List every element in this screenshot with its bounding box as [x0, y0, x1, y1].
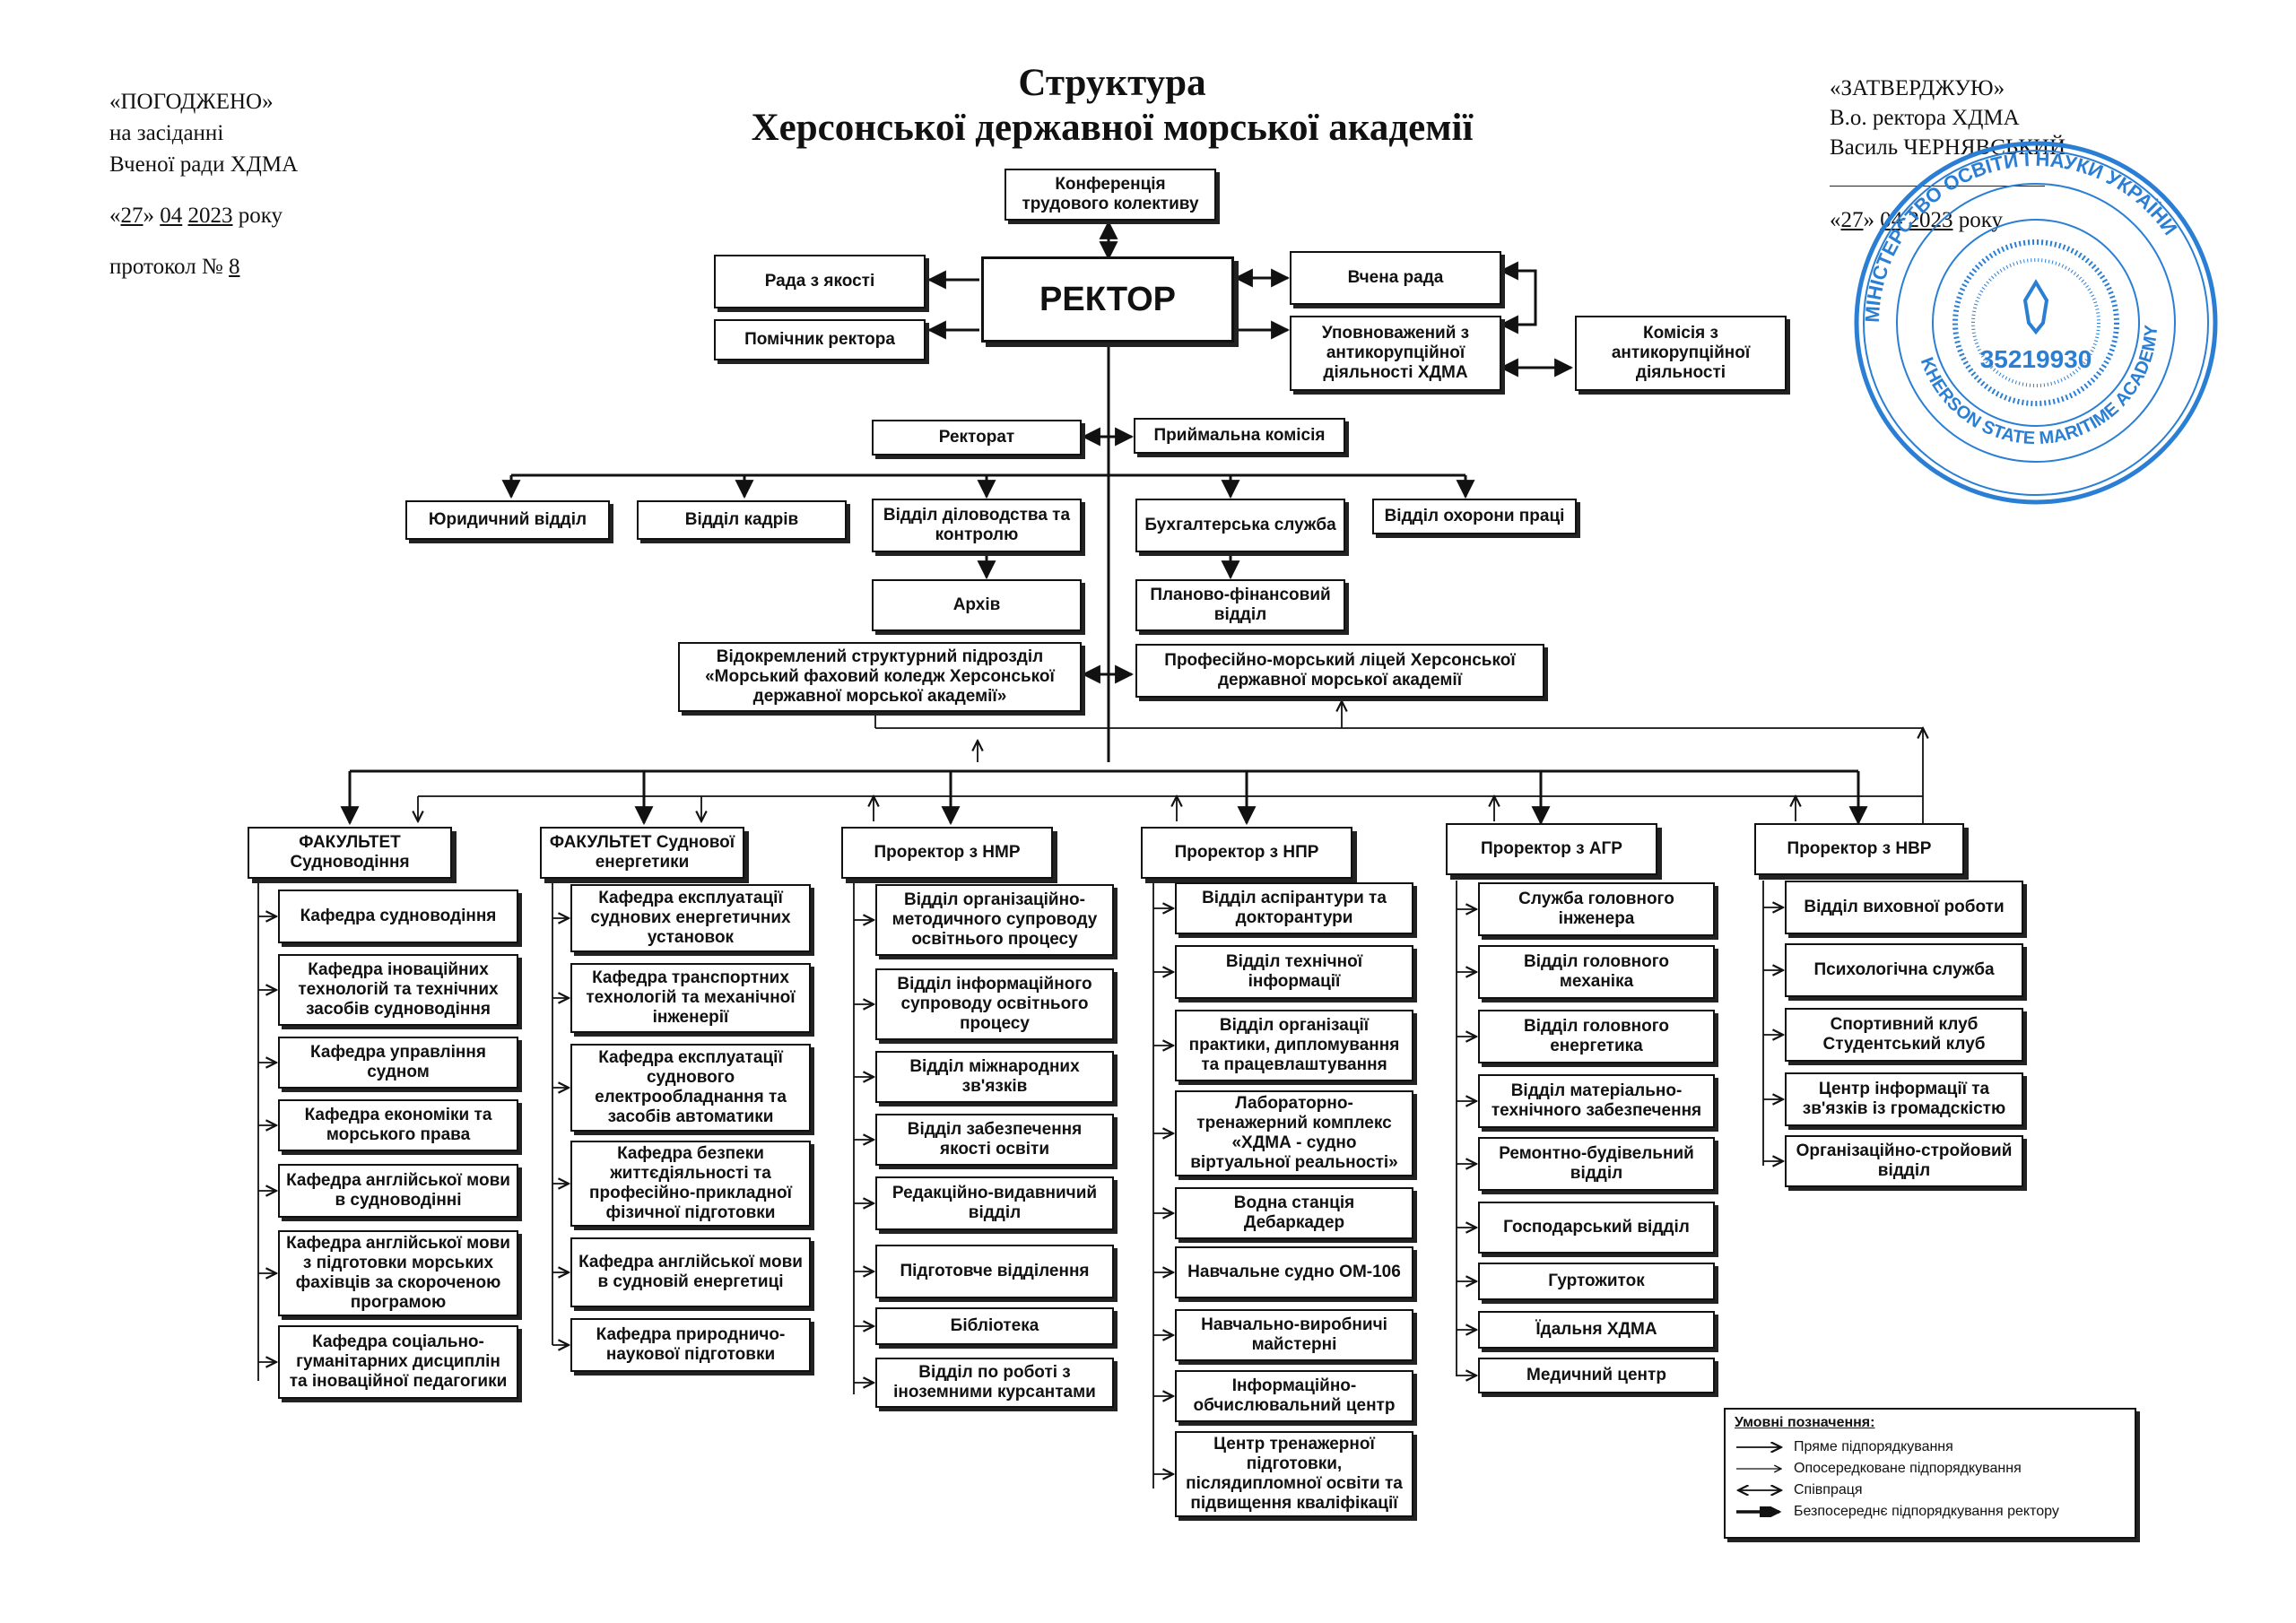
col-head-6: Проректор з НВР — [1754, 823, 1964, 875]
legend-rector-direct: Безпосереднє підпорядкування ректору — [1735, 1501, 2126, 1523]
col4-item-5: Водна станція Дебаркадер — [1175, 1187, 1413, 1239]
approved-block: «ЗАТВЕРДЖУЮ» В.о. ректора ХДМА Василь ЧЕ… — [1830, 74, 2066, 235]
legend-rector-direct-label: Безпосереднє підпорядкування ректору — [1794, 1504, 2059, 1519]
protocol: протокол № 8 — [109, 255, 240, 279]
col3-item-3: Відділ міжнародних зв'язків — [875, 1051, 1114, 1103]
col5-item-4: Відділ матеріально-технічного забезпечен… — [1478, 1074, 1715, 1128]
anticorruption-officer-box: Уповноважений з антикорупційної діяльнос… — [1290, 316, 1501, 391]
col5-item-1: Служба головного інженера — [1478, 882, 1715, 936]
col3-item-4: Відділ забезпечення якості освіти — [875, 1114, 1114, 1166]
col4-item-4: Лабораторно-тренажерний комплекс «ХДМА -… — [1175, 1090, 1413, 1176]
col1-item-3: Кафедра управління судном — [278, 1037, 518, 1089]
col5-item-9: Медичний центр — [1478, 1358, 1715, 1393]
col4-item-1: Відділ аспірантури та докторантури — [1175, 882, 1413, 934]
col3-item-5: Редакційно-видавничий відділ — [875, 1176, 1114, 1230]
col5-item-5: Ремонтно-будівельний відділ — [1478, 1137, 1715, 1191]
col4-item-9: Центр тренажерної підготовки, післядипло… — [1175, 1431, 1413, 1517]
legend-direct-arrow-icon — [1736, 1442, 1785, 1453]
accounting-box: Бухгалтерська служба — [1135, 499, 1345, 552]
records-box: Відділ діловодства та контролю — [872, 499, 1082, 552]
col6-item-2: Психологічна служба — [1785, 943, 2023, 997]
col2-item-1: Кафедра експлуатації суднових енергетичн… — [570, 884, 811, 952]
col-head-1: ФАКУЛЬТЕТ Судноводіння — [248, 827, 452, 879]
col1-item-7: Кафедра соціально-гуманітарних дисциплін… — [278, 1325, 518, 1399]
college-box: Відокремлений структурний підрозділ «Мор… — [678, 642, 1082, 712]
approval-title: «ПОГОДЖЕНО» — [109, 90, 274, 114]
col3-item-8: Відділ по роботі з іноземними курсантами — [875, 1358, 1114, 1408]
col4-item-8: Інформаційно-обчислювальний центр — [1175, 1370, 1413, 1422]
legend-rector-direct-arrow-icon — [1736, 1506, 1782, 1517]
col4-item-7: Навчально-виробничі майстерні — [1175, 1309, 1413, 1361]
col5-item-6: Господарський відділ — [1478, 1202, 1715, 1254]
svg-text:35219930: 35219930 — [1980, 345, 2092, 373]
col5-item-3: Відділ головного енергетика — [1478, 1010, 1715, 1063]
col2-item-6: Кафедра природничо-наукової підготовки — [570, 1318, 811, 1372]
col2-item-3: Кафедра експлуатації суднового електрооб… — [570, 1044, 811, 1132]
legend-title: Умовні позначення: — [1735, 1415, 1875, 1430]
legal-box: Юридичний відділ — [405, 500, 610, 540]
col-head-3: Проректор з НМР — [841, 827, 1053, 879]
col6-item-4: Центр інформації та зв'язків із громадск… — [1785, 1072, 2023, 1126]
col1-item-2: Кафедра іноваційних технологій та техніч… — [278, 954, 518, 1026]
approved-title: «ЗАТВЕРДЖУЮ» — [1830, 76, 2005, 100]
academic-council-box: Вчена рада — [1290, 251, 1501, 305]
col4-item-2: Відділ технічної інформації — [1175, 945, 1413, 999]
col-head-4: Проректор з НПР — [1141, 827, 1352, 879]
planning-finance-box: Планово-фінансовий відділ — [1135, 579, 1345, 631]
admissions-box: Приймальна комісія — [1134, 418, 1345, 454]
anticorruption-commission-box: Комісія з антикорупційної діяльності — [1575, 316, 1787, 391]
col3-item-6: Підготовче відділення — [875, 1245, 1114, 1298]
legend-cooperation: Співпраця — [1735, 1480, 2126, 1501]
quality-council-box: Рада з якості — [714, 255, 926, 308]
labor-safety-box: Відділ охорони праці — [1372, 499, 1577, 534]
legend-cooperation-label: Співпраця — [1794, 1482, 1863, 1497]
col1-item-1: Кафедра судноводіння — [278, 890, 518, 943]
rectorate-box: Ректорат — [872, 420, 1082, 456]
col1-item-5: Кафедра англійської мови в судноводінні — [278, 1164, 518, 1218]
archive-box: Архів — [872, 579, 1082, 631]
col6-item-3: Спортивний клуб Студентський клуб — [1785, 1008, 2023, 1062]
approval-block: «ПОГОДЖЕНО» на засіданні Вченої ради ХДМ… — [109, 86, 298, 282]
col5-item-7: Гуртожиток — [1478, 1263, 1715, 1300]
col3-item-1: Відділ організаційно-методичного супрово… — [875, 884, 1114, 956]
legend-direct-label: Пряме підпорядкування — [1794, 1439, 1953, 1454]
col2-item-2: Кафедра транспортних технологій та механ… — [570, 963, 811, 1033]
col6-item-5: Організаційно-стройовий відділ — [1785, 1135, 2023, 1187]
col6-item-1: Відділ виховної роботи — [1785, 881, 2023, 934]
col4-item-3: Відділ організації практики, дипломуванн… — [1175, 1010, 1413, 1081]
approved-name: Василь ЧЕРНЯВСЬКИЙ — [1830, 135, 2066, 160]
approved-position: В.о. ректора ХДМА — [1830, 106, 2020, 130]
title-line1: Структура — [1018, 62, 1206, 104]
col2-item-4: Кафедра безпеки життєдіяльності та профе… — [570, 1141, 811, 1227]
legend: Умовні позначення: Пряме підпорядкування… — [1724, 1408, 2136, 1539]
approval-date: «27» 04 2023 року — [109, 204, 283, 228]
title-line2: Херсонської державної морської академії — [751, 107, 1474, 149]
col-head-5: Проректор з АГР — [1446, 823, 1657, 875]
col1-item-4: Кафедра економіки та морського права — [278, 1099, 518, 1151]
col3-item-7: Бібліотека — [875, 1307, 1114, 1345]
legend-direct: Пряме підпорядкування — [1735, 1436, 2126, 1458]
official-seal: МІНІСТЕРСТВО ОСВІТИ І НАУКИ УКРАЇНИ KHER… — [1854, 141, 2218, 505]
approval-line2: на засіданні — [109, 121, 224, 145]
page-title: Структура Херсонської державної морської… — [0, 61, 2224, 151]
col-head-2: ФАКУЛЬТЕТ Суднової енергетики — [540, 827, 744, 879]
col3-item-2: Відділ інформаційного супроводу освітньо… — [875, 968, 1114, 1040]
col1-item-6: Кафедра англійської мови з підготовки мо… — [278, 1230, 518, 1316]
lyceum-box: Професійно-морський ліцей Херсонської де… — [1135, 644, 1544, 698]
legend-cooperation-arrow-icon — [1735, 1485, 1785, 1496]
legend-indirect: Опосередковане підпорядкування — [1735, 1458, 2126, 1480]
hr-box: Відділ кадрів — [637, 500, 847, 540]
col2-item-5: Кафедра англійської мови в судновій енер… — [570, 1237, 811, 1307]
legend-indirect-arrow-icon — [1736, 1463, 1785, 1474]
conference-box: Конференція трудового колективу — [1004, 169, 1216, 221]
col5-item-8: Їдальня ХДМА — [1478, 1311, 1715, 1349]
col5-item-2: Відділ головного механіка — [1478, 945, 1715, 999]
rector-assistant-box: Помічник ректора — [714, 319, 926, 360]
signature-line — [1830, 162, 2066, 195]
approval-line3: Вченої ради ХДМА — [109, 152, 299, 177]
legend-indirect-label: Опосередковане підпорядкування — [1794, 1461, 2022, 1476]
rector-box: РЕКТОР — [981, 256, 1234, 343]
col4-item-6: Навчальне судно ОМ-106 — [1175, 1246, 1413, 1298]
